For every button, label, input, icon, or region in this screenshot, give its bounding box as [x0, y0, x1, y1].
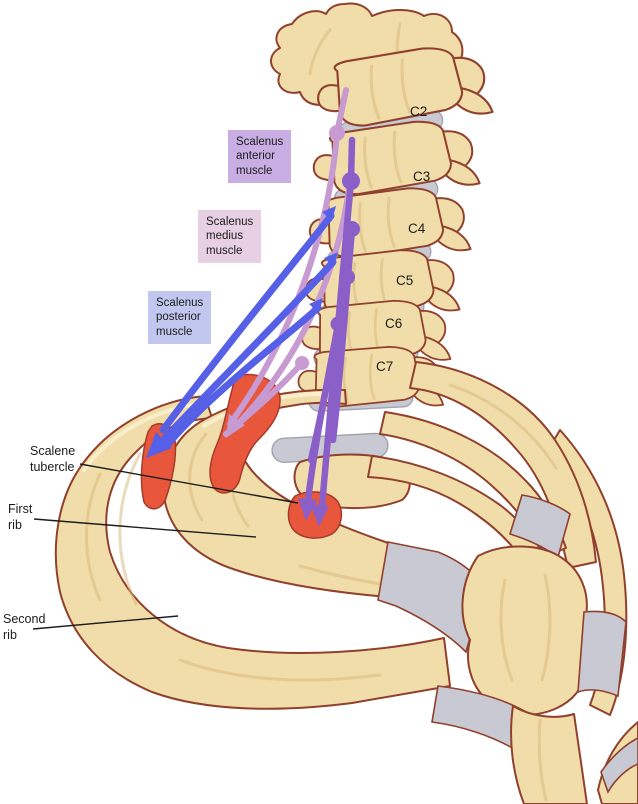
vertebra-label-c3: C3 — [413, 169, 431, 184]
label-scalenus-posterior: Scalenus posterior muscle — [148, 291, 212, 345]
vertebra-label-c6: C6 — [385, 316, 403, 331]
leader-lines — [32, 463, 299, 630]
label-scalenus-anterior: Scalenus anterior muscle — [228, 130, 292, 184]
vertebra-label-c2: C2 — [410, 104, 428, 119]
second-rib-leader — [32, 615, 179, 630]
label-scalenus-medius: Scalenus medius muscle — [198, 210, 262, 264]
anterior-arrowhead — [226, 414, 245, 438]
label-first-rib: First rib — [8, 502, 33, 532]
right-first-cartilage — [577, 610, 627, 698]
sternum-body — [510, 705, 588, 804]
vertebra-label-c5: C5 — [396, 273, 414, 288]
vertebra-label-c4: C4 — [408, 221, 426, 236]
posterior-origin-arrowhead-3 — [309, 298, 323, 313]
medius-arrowhead-2 — [298, 498, 317, 521]
manubrium — [461, 545, 594, 716]
first-rib-leader — [33, 518, 257, 538]
sternum-group — [377, 541, 638, 804]
label-scalene-tubercle: Scalene tubercle — [30, 444, 76, 474]
posterior-arrowhead — [146, 432, 172, 458]
medius-arrowhead-1 — [310, 504, 329, 527]
scalenus-posterior-vectors — [159, 212, 337, 448]
scalene-tubercle-leader — [79, 463, 299, 504]
posterior-origin-arrowhead-1 — [322, 206, 336, 221]
posterior-origin-arrowhead-2 — [324, 252, 338, 267]
label-second-rib: Second rib — [3, 612, 46, 642]
vertebra-label-c7: C7 — [376, 359, 394, 374]
first-rib-cartilage — [377, 541, 485, 654]
muscle-origin-dots — [295, 125, 360, 370]
